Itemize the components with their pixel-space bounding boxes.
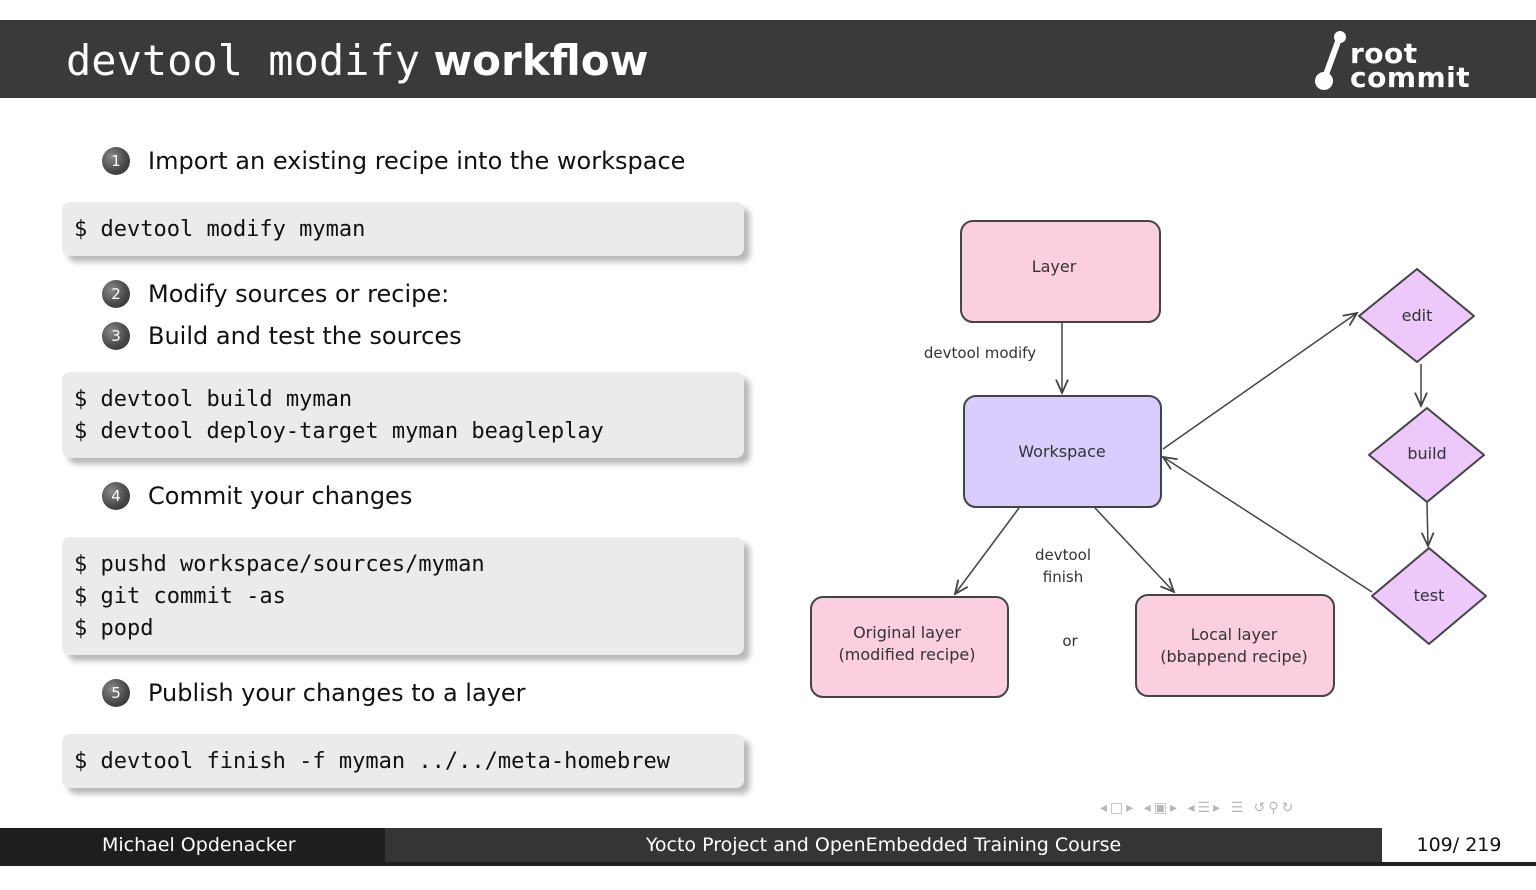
layer-label: Layer	[1032, 257, 1077, 276]
code-line: $ popd	[74, 616, 154, 641]
workspace-node	[963, 395, 1162, 508]
step-text: Commit your changes	[148, 482, 413, 510]
navigation-symbols: ◂□▸ ◂▣▸ ◂☰▸ ☰ ↺⚲↻	[1100, 800, 1296, 816]
logo-line2: commit	[1350, 61, 1471, 94]
workflow-diagram: Layer Workspace Original layer (modified…	[810, 220, 1487, 698]
step-2: 2 Modify sources or recipe:	[102, 277, 449, 311]
logo-line1: root	[1350, 37, 1418, 70]
test-node	[1371, 547, 1487, 645]
code-line: $ git commit -as	[74, 584, 286, 609]
local-layer-label: Local layer	[1191, 625, 1278, 644]
code-line: $ pushd workspace/sources/myman	[74, 552, 485, 577]
original-layer-node	[810, 596, 1009, 698]
arrow-workspace-to-edit	[1162, 313, 1357, 450]
top-margin	[0, 0, 1536, 20]
step-text: Import an existing recipe into the works…	[148, 147, 686, 175]
title-text: workflow	[433, 36, 649, 85]
search-icon[interactable]: ⚲	[1268, 800, 1282, 816]
slide-title: devtool modify workflow	[66, 36, 648, 86]
edit-node	[1358, 268, 1475, 363]
step-text: Publish your changes to a layer	[148, 679, 526, 707]
code-line: $ devtool modify myman	[74, 217, 366, 242]
edit-label: edit	[1402, 306, 1433, 325]
prev-subsection-icon[interactable]: ◂	[1143, 800, 1154, 816]
slide-header	[0, 20, 1536, 98]
step-number-badge: 4	[102, 482, 130, 510]
step-1: 1 Import an existing recipe into the wor…	[102, 144, 685, 178]
step-number-badge: 3	[102, 322, 130, 350]
edge-label-finish-2: finish	[1043, 568, 1083, 586]
prev-section-icon[interactable]: ◂	[1187, 800, 1198, 816]
subsection-icon[interactable]: ▣	[1153, 800, 1171, 816]
title-code: devtool modify	[66, 36, 421, 85]
code-line: $ devtool build myman	[74, 387, 353, 412]
step-text: Modify sources or recipe:	[148, 280, 450, 308]
next-section-icon[interactable]: ▸	[1213, 800, 1224, 816]
original-layer-sublabel: (modified recipe)	[839, 645, 976, 664]
logo-mark-icon	[1315, 31, 1346, 90]
local-layer-sublabel: (bbappend recipe)	[1160, 647, 1307, 666]
local-layer-node	[1135, 594, 1335, 697]
step-number-badge: 2	[102, 280, 130, 308]
step-number-badge: 1	[102, 147, 130, 175]
align-icon[interactable]: ☰	[1230, 800, 1247, 816]
next-subsection-icon[interactable]: ▸	[1170, 800, 1181, 816]
build-node	[1368, 407, 1485, 503]
original-layer-label: Original layer	[853, 623, 961, 642]
workspace-label: Workspace	[1018, 442, 1105, 461]
step-3: 3 Build and test the sources	[102, 319, 462, 353]
prev-frame-icon[interactable]: ◂	[1100, 800, 1111, 816]
frame-icon[interactable]: □	[1110, 800, 1127, 816]
edge-label-modify: devtool modify	[924, 344, 1036, 362]
code-line: $ devtool deploy-target myman beagleplay	[74, 419, 604, 444]
arrow-to-local	[1094, 507, 1174, 592]
edge-label-finish-1: devtool	[1035, 546, 1091, 564]
footer-page-number: 109/ 219	[1382, 828, 1536, 862]
section-icon[interactable]: ☰	[1197, 800, 1214, 816]
footer-author: Michael Opdenacker	[0, 828, 385, 862]
forward-icon[interactable]: ↻	[1281, 800, 1297, 816]
code-block-2: $ devtool build myman $ devtool deploy-t…	[62, 372, 744, 458]
bottom-margin	[0, 862, 1536, 890]
arrow-build-to-test	[1427, 502, 1428, 546]
test-label: test	[1414, 586, 1445, 605]
code-line: $ devtool finish -f myman ../../meta-hom…	[74, 749, 671, 774]
code-block-1: $ devtool modify myman	[62, 202, 744, 256]
build-label: build	[1407, 444, 1446, 463]
root-commit-logo: root commit	[1312, 28, 1472, 94]
code-block-3: $ pushd workspace/sources/myman $ git co…	[62, 537, 744, 655]
arrow-to-original	[955, 507, 1020, 594]
back-icon[interactable]: ↺	[1253, 800, 1269, 816]
or-label: or	[1062, 632, 1078, 650]
step-4: 4 Commit your changes	[102, 479, 412, 513]
step-5: 5 Publish your changes to a layer	[102, 676, 526, 710]
step-text: Build and test the sources	[148, 322, 462, 350]
step-number-badge: 5	[102, 679, 130, 707]
next-frame-icon[interactable]: ▸	[1126, 800, 1137, 816]
code-block-4: $ devtool finish -f myman ../../meta-hom…	[62, 734, 744, 788]
layer-node	[960, 220, 1161, 323]
footer-course: Yocto Project and OpenEmbedded Training …	[385, 828, 1382, 862]
arrow-test-to-workspace	[1163, 457, 1373, 593]
slide-footer: Michael Opdenacker Yocto Project and Ope…	[0, 828, 1536, 862]
